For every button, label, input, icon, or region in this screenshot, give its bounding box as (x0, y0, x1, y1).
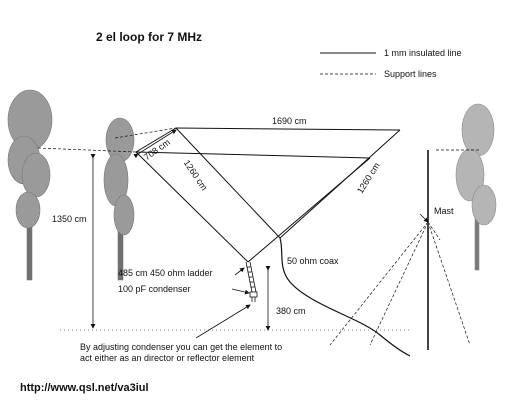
tree-icon (103, 117, 135, 281)
legend-solid-label: 1 mm insulated line (384, 48, 462, 58)
adjustment-note-line-2: act either as an director or reflector e… (80, 353, 255, 363)
adjustment-note: By adjusting condenser you can get the e… (80, 342, 360, 364)
condenser-label: 100 pF condenser (118, 284, 191, 294)
ground-height-label: 380 cm (276, 306, 306, 316)
coax-label: 50 ohm coax (287, 256, 339, 266)
tree-icon (455, 103, 497, 271)
diagram-title: 2 el loop for 7 MHz (96, 30, 203, 44)
tree-icon (7, 89, 53, 281)
ladder-label: 485 cm 450 ohm ladder (118, 268, 213, 278)
legend-dashed-label: Support lines (384, 69, 437, 79)
source-url: http://www.qsl.net/va3iul (20, 382, 149, 394)
height-label: 1350 cm (52, 214, 87, 224)
adjustment-note-line-1: By adjusting condenser you can get the e… (80, 342, 283, 352)
top-span-label: 1690 cm (272, 116, 307, 126)
mast-label: Mast (434, 206, 454, 216)
